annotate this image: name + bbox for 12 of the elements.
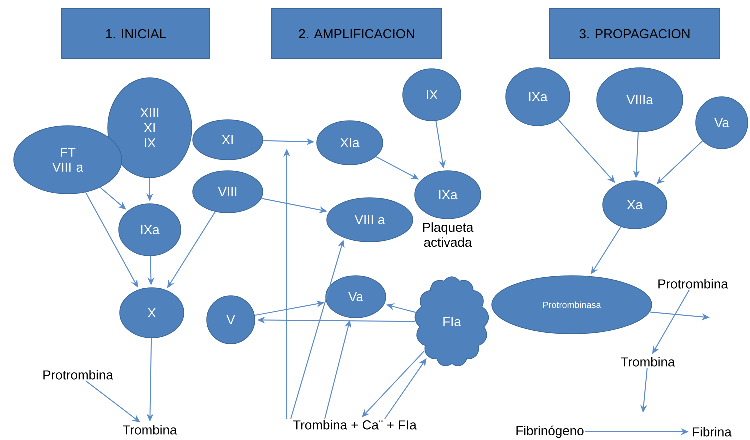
factor-cloud: FIa — [414, 276, 490, 366]
stage-box: 1. INICIAL — [62, 8, 210, 60]
factor-label: Trombina — [621, 357, 676, 367]
factor-label: Fibrinógeno — [516, 426, 584, 438]
factor-label: Protrombina — [658, 279, 728, 289]
factor-label: Trombina + Ca¨ + FIa — [293, 420, 417, 430]
beside-note: Plaqueta activada — [423, 222, 474, 248]
factor-label: Fibrina — [693, 427, 732, 437]
factor-label: Trombina — [123, 425, 178, 435]
factor-label: Protrombina — [44, 370, 114, 380]
stage-box: 3. PROPAGACION — [550, 8, 720, 60]
stage-box: 2. AMPLIFICACION — [272, 8, 442, 60]
